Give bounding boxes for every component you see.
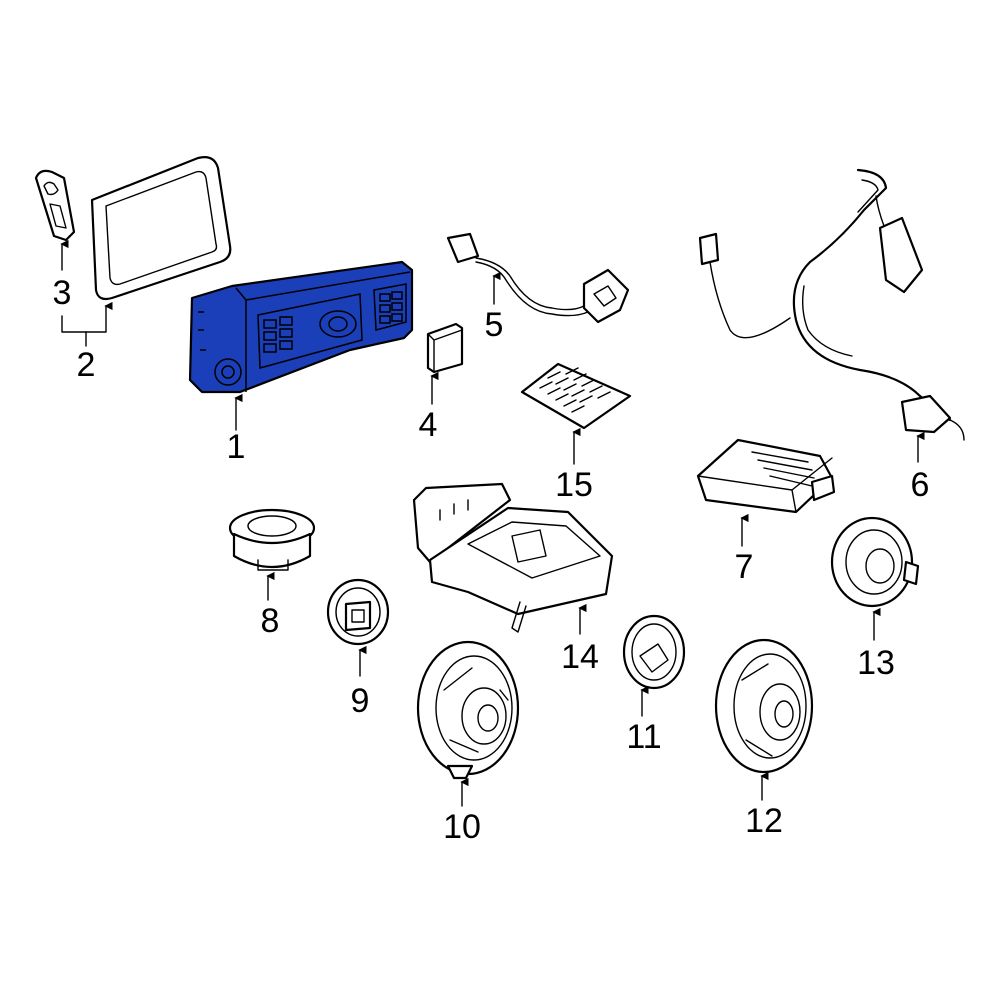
part-11-mid-speaker[interactable] <box>622 614 686 690</box>
part-3-bracket[interactable] <box>34 169 76 242</box>
arrow-2 <box>61 301 113 333</box>
callout-3: 3 <box>53 274 72 312</box>
part-2-display-bezel[interactable] <box>90 156 232 301</box>
callout-5: 5 <box>485 306 504 344</box>
callout-12: 12 <box>745 802 783 840</box>
callout-10: 10 <box>443 808 481 846</box>
callout-4: 4 <box>419 406 438 444</box>
callout-8: 8 <box>261 602 280 640</box>
part-1-radio-unit[interactable] <box>188 260 414 394</box>
part-12-woofer[interactable] <box>714 638 814 774</box>
callout-7: 7 <box>735 548 754 586</box>
part-8-tweeter[interactable] <box>228 508 316 571</box>
part-14-mounting-bracket[interactable] <box>412 482 614 633</box>
callout-15: 15 <box>555 466 593 504</box>
callout-13: 13 <box>857 644 895 682</box>
callout-1: 1 <box>227 428 246 466</box>
part-13-speaker[interactable] <box>830 516 920 608</box>
callout-6: 6 <box>911 466 930 504</box>
part-10-woofer[interactable] <box>416 640 520 780</box>
callout-11: 11 <box>626 718 661 756</box>
part-4-module[interactable] <box>426 322 464 374</box>
callout-labels: 1 2 3 4 5 6 7 8 9 10 11 12 13 14 15 <box>53 274 930 846</box>
callout-9: 9 <box>351 682 370 720</box>
part-7-amplifier[interactable] <box>696 438 836 514</box>
part-15-speaker-grille[interactable] <box>520 362 632 430</box>
part-9-small-speaker[interactable] <box>326 578 390 646</box>
callout-2: 2 <box>77 346 96 384</box>
callout-14: 14 <box>561 638 599 676</box>
callout-arrows <box>60 239 925 807</box>
part-5-usb-cable[interactable] <box>446 232 630 324</box>
part-6-wiring-harness[interactable] <box>698 168 965 441</box>
